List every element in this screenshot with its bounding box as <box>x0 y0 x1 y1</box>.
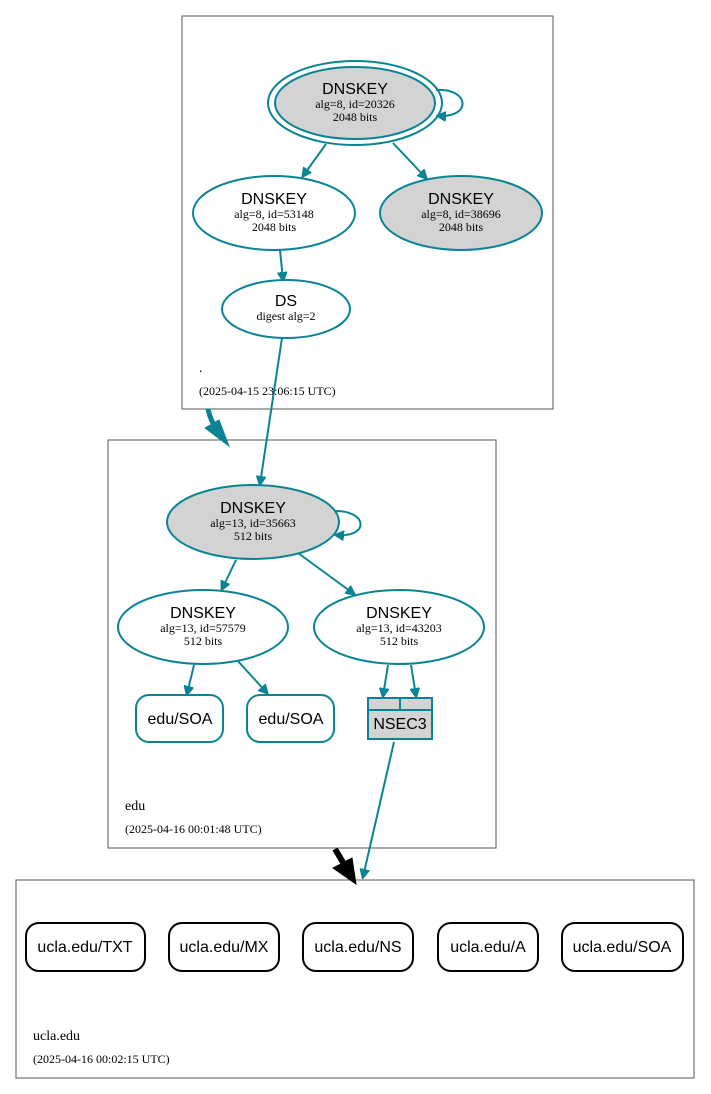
edge-zsk1-to-soa2 <box>236 659 267 693</box>
root-k3-node[interactable]: DNSKEY alg=8, id=38696 2048 bits <box>379 175 543 251</box>
edu-zsk2-node[interactable]: DNSKEY alg=13, id=43203 512 bits <box>313 589 485 665</box>
zone-edu-box <box>107 439 497 849</box>
ucla-mx-label: ucla.edu/MX <box>180 939 269 956</box>
delegation-arrow-root-to-edu <box>204 408 231 448</box>
ucla-txt-node[interactable]: ucla.edu/TXT <box>25 922 146 972</box>
edu-zsk2-title: DNSKEY <box>366 605 432 622</box>
root-zsk-title: DNSKEY <box>241 191 307 208</box>
root-k3-bits: 2048 bits <box>439 220 484 234</box>
edge-root-ksk-self <box>436 88 464 116</box>
ds-node[interactable]: DS digest alg=2 <box>221 279 351 339</box>
edge-root-ksk-to-zsk <box>303 143 327 176</box>
ds-title: DS <box>275 293 297 310</box>
ucla-a-label: ucla.edu/A <box>450 939 526 956</box>
zone-ucla-timestamp: (2025-04-16 00:02:15 UTC) <box>33 1052 170 1066</box>
edu-zsk1-title: DNSKEY <box>170 605 236 622</box>
ucla-soa-label: ucla.edu/SOA <box>573 939 672 956</box>
edge-edu-ksk-to-zsk1 <box>222 559 237 589</box>
edu-ksk-bits: 512 bits <box>234 529 273 543</box>
edge-edu-ksk-to-zsk2 <box>297 552 354 594</box>
ucla-a-node[interactable]: ucla.edu/A <box>437 922 539 972</box>
edge-zsk1-to-soa1 <box>187 664 195 694</box>
root-ksk-detail: alg=8, id=20326 <box>315 97 395 111</box>
root-ksk-node[interactable]: DNSKEY alg=8, id=20326 2048 bits <box>267 60 443 146</box>
root-ksk-title: DNSKEY <box>322 81 388 98</box>
edu-zsk2-bits: 512 bits <box>380 634 419 648</box>
zone-edu-name: edu <box>125 799 145 814</box>
edge-ds-to-edu-ksk <box>260 337 283 484</box>
ucla-mx-node[interactable]: ucla.edu/MX <box>168 922 280 972</box>
ucla-ns-label: ucla.edu/NS <box>314 939 401 956</box>
root-k3-detail: alg=8, id=38696 <box>421 207 501 221</box>
edge-root-ksk-to-k3 <box>392 142 426 178</box>
root-zsk-detail: alg=8, id=53148 <box>234 207 314 221</box>
edge-nsec3-to-ucla <box>363 741 395 877</box>
zone-ucla-box <box>15 879 695 1079</box>
edge-edu-ksk-self <box>334 509 362 535</box>
ds-detail: digest alg=2 <box>256 309 315 323</box>
edu-zsk2-detail: alg=13, id=43203 <box>356 621 442 635</box>
edu-soa1-node[interactable]: edu/SOA <box>135 694 224 743</box>
root-zsk-node[interactable]: DNSKEY alg=8, id=53148 2048 bits <box>192 175 356 251</box>
edu-soa2-node[interactable]: edu/SOA <box>246 694 335 743</box>
delegation-arrow-edu-to-ucla <box>332 847 357 886</box>
root-k3-title: DNSKEY <box>428 191 494 208</box>
edu-soa1-label: edu/SOA <box>148 711 213 728</box>
edu-ksk-detail: alg=13, id=35663 <box>210 516 296 530</box>
edu-zsk1-node[interactable]: DNSKEY alg=13, id=57579 512 bits <box>117 589 289 665</box>
zone-ucla-name: ucla.edu <box>33 1029 80 1044</box>
ucla-soa-node[interactable]: ucla.edu/SOA <box>561 922 684 972</box>
edge-root-zsk-to-ds <box>280 249 283 280</box>
zone-root-timestamp: (2025-04-15 23:06:15 UTC) <box>199 384 336 398</box>
zone-root-name: . <box>199 361 203 376</box>
zone-edu-timestamp: (2025-04-16 00:01:48 UTC) <box>125 822 262 836</box>
edge-zsk2-to-nsec3-b <box>411 664 416 696</box>
edu-zsk1-detail: alg=13, id=57579 <box>160 621 246 635</box>
nsec3-label: NSEC3 <box>373 716 426 733</box>
ucla-ns-node[interactable]: ucla.edu/NS <box>302 922 414 972</box>
edu-ksk-title: DNSKEY <box>220 500 286 517</box>
edu-zsk1-bits: 512 bits <box>184 634 223 648</box>
root-zsk-bits: 2048 bits <box>252 220 297 234</box>
edge-zsk2-to-nsec3-a <box>383 664 388 696</box>
edu-soa2-label: edu/SOA <box>259 711 324 728</box>
zone-root-box <box>181 15 554 410</box>
edu-ksk-node[interactable]: DNSKEY alg=13, id=35663 512 bits <box>166 484 340 560</box>
root-ksk-bits: 2048 bits <box>333 110 378 124</box>
ucla-txt-label: ucla.edu/TXT <box>37 939 132 956</box>
nsec3-node[interactable]: NSEC3 <box>367 697 433 740</box>
